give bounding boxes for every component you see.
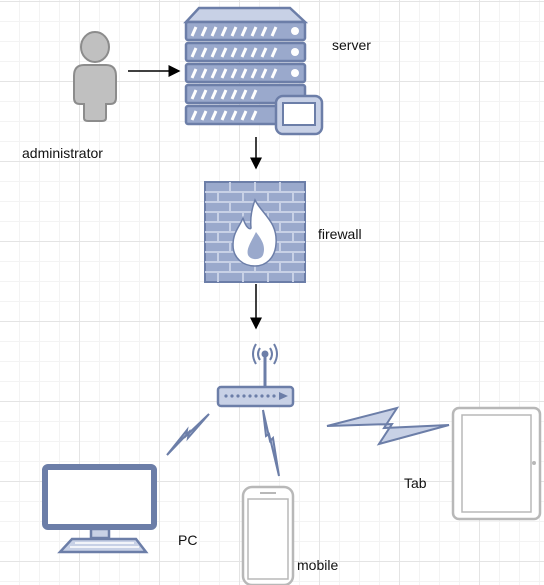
server-label: server <box>332 37 371 53</box>
mobile-label: mobile <box>297 557 339 573</box>
smartphone-icon <box>241 485 295 585</box>
firewall-label: firewall <box>318 226 362 242</box>
wireless-link-to-tab <box>326 406 450 446</box>
wireless-link-to-mobile <box>262 409 280 477</box>
tab-label: Tab <box>404 475 427 491</box>
flame-icon <box>232 198 277 267</box>
administrator-label: administrator <box>22 145 103 161</box>
tablet-icon <box>451 406 542 521</box>
desktop-monitor-icon <box>42 464 157 554</box>
person-icon <box>73 31 117 122</box>
firewall-icon <box>204 181 306 283</box>
server-rack-icon <box>183 6 324 136</box>
wireless-link-to-pc <box>166 413 210 456</box>
wireless-router-icon <box>216 343 295 408</box>
pc-label: PC <box>178 532 198 548</box>
